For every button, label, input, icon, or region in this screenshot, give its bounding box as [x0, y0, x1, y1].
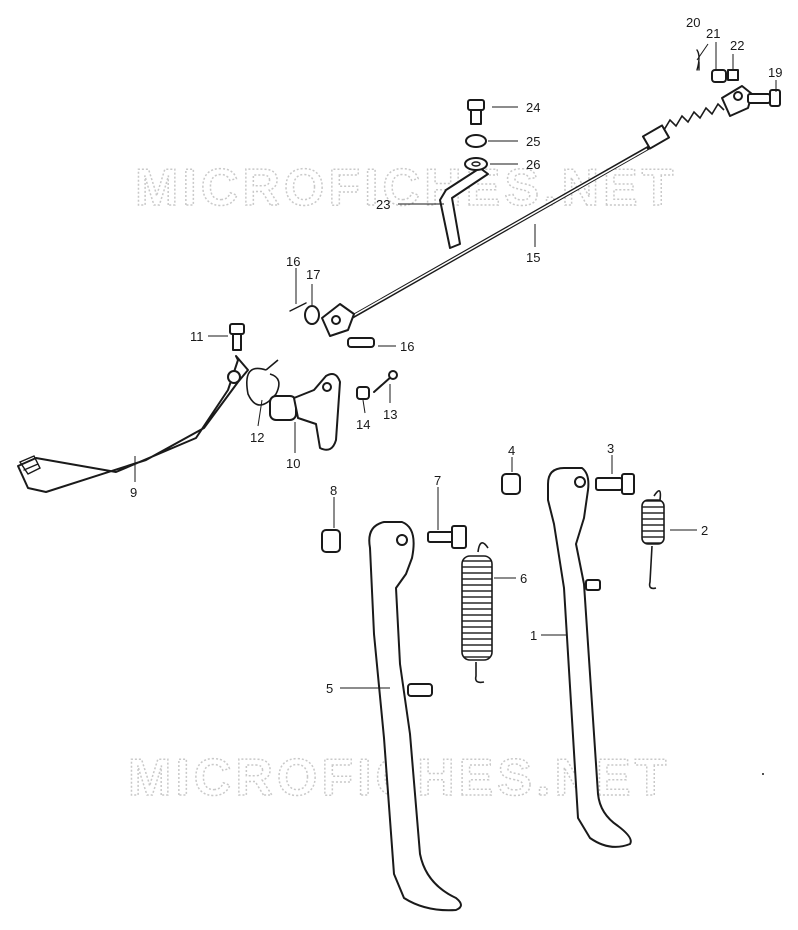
callout-3: 3: [607, 441, 614, 456]
callout-23: 23: [376, 197, 390, 212]
callout-17: 17: [306, 267, 320, 282]
callout-12: 12: [250, 430, 264, 445]
bolt-part-11: [229, 323, 245, 351]
callout-6: 6: [520, 571, 527, 586]
return-spring-part-12: [246, 359, 280, 406]
callout-1: 1: [530, 628, 537, 643]
callout-14: 14: [356, 417, 370, 432]
brake-arm-part: [269, 373, 341, 451]
cotter-pin-part-20: [696, 49, 700, 71]
side-stand-part: [368, 521, 462, 912]
bolt-part-24: [467, 99, 485, 125]
callout-20: 20: [686, 15, 700, 30]
callout-4: 4: [508, 443, 515, 458]
callout-2: 2: [701, 523, 708, 538]
rod-pin-part: [747, 89, 781, 107]
washer-part-26: [464, 157, 488, 171]
callout-9: 9: [130, 485, 137, 500]
pivot-bolt-part-7: [427, 525, 467, 549]
callout-26: 26: [526, 157, 540, 172]
callout-labels: 20 21 22 19 24 25 26 23 15 16 17 16 11 1…: [130, 15, 782, 696]
callout-25: 25: [526, 134, 540, 149]
stand-spring-part-2: [641, 490, 665, 590]
callout-15: 15: [526, 250, 540, 265]
callout-16-lower: 16: [400, 339, 414, 354]
nut-part-25: [465, 134, 487, 148]
callout-11: 11: [190, 329, 204, 344]
washer-part-17: [304, 305, 320, 325]
nut-part-4: [501, 473, 521, 495]
bolt-part-3: [595, 473, 635, 495]
callout-16-top: 16: [286, 254, 300, 269]
nut-part-14: [356, 386, 370, 400]
rod-guide-part: [439, 167, 489, 249]
callout-5: 5: [326, 681, 333, 696]
main-stand-part: [547, 467, 632, 848]
callout-10: 10: [286, 456, 300, 471]
joint-part-22: [727, 69, 739, 81]
callout-22: 22: [730, 38, 744, 53]
leader-lines: [134, 42, 777, 689]
nut-part-21: [711, 69, 727, 83]
nut-part-8: [321, 529, 341, 553]
stand-spring-part-6: [461, 542, 493, 684]
brake-rod-part: [321, 85, 753, 337]
cotter-pin-part-16: [289, 302, 307, 312]
callout-21: 21: [706, 26, 720, 41]
pin-part-16: [347, 337, 375, 348]
callout-7: 7: [434, 473, 441, 488]
callout-24: 24: [526, 100, 540, 115]
watermark-top: MICROFICHES.NET: [135, 159, 677, 217]
bolt-part-13: [373, 370, 398, 393]
callout-13: 13: [383, 407, 397, 422]
stray-dot: [762, 773, 764, 775]
callout-19: 19: [768, 65, 782, 80]
brake-pedal-part: [17, 355, 249, 493]
callout-8: 8: [330, 483, 337, 498]
